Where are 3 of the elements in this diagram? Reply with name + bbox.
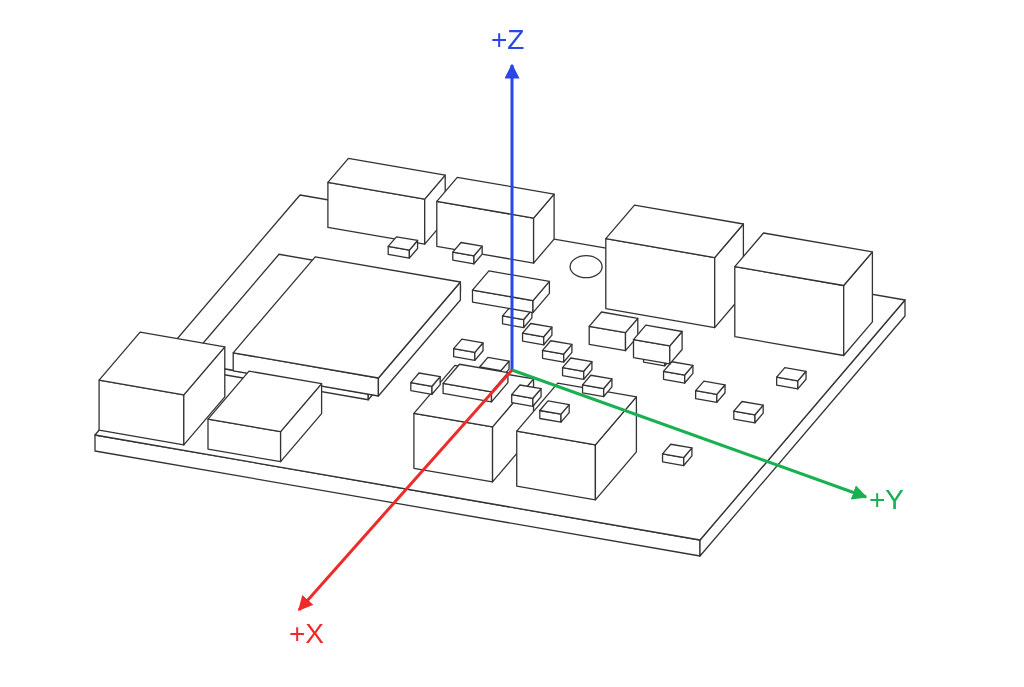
axis-label: +Y xyxy=(869,486,905,514)
axis-label: +X xyxy=(289,620,325,648)
axis-label: +Z xyxy=(491,26,525,54)
